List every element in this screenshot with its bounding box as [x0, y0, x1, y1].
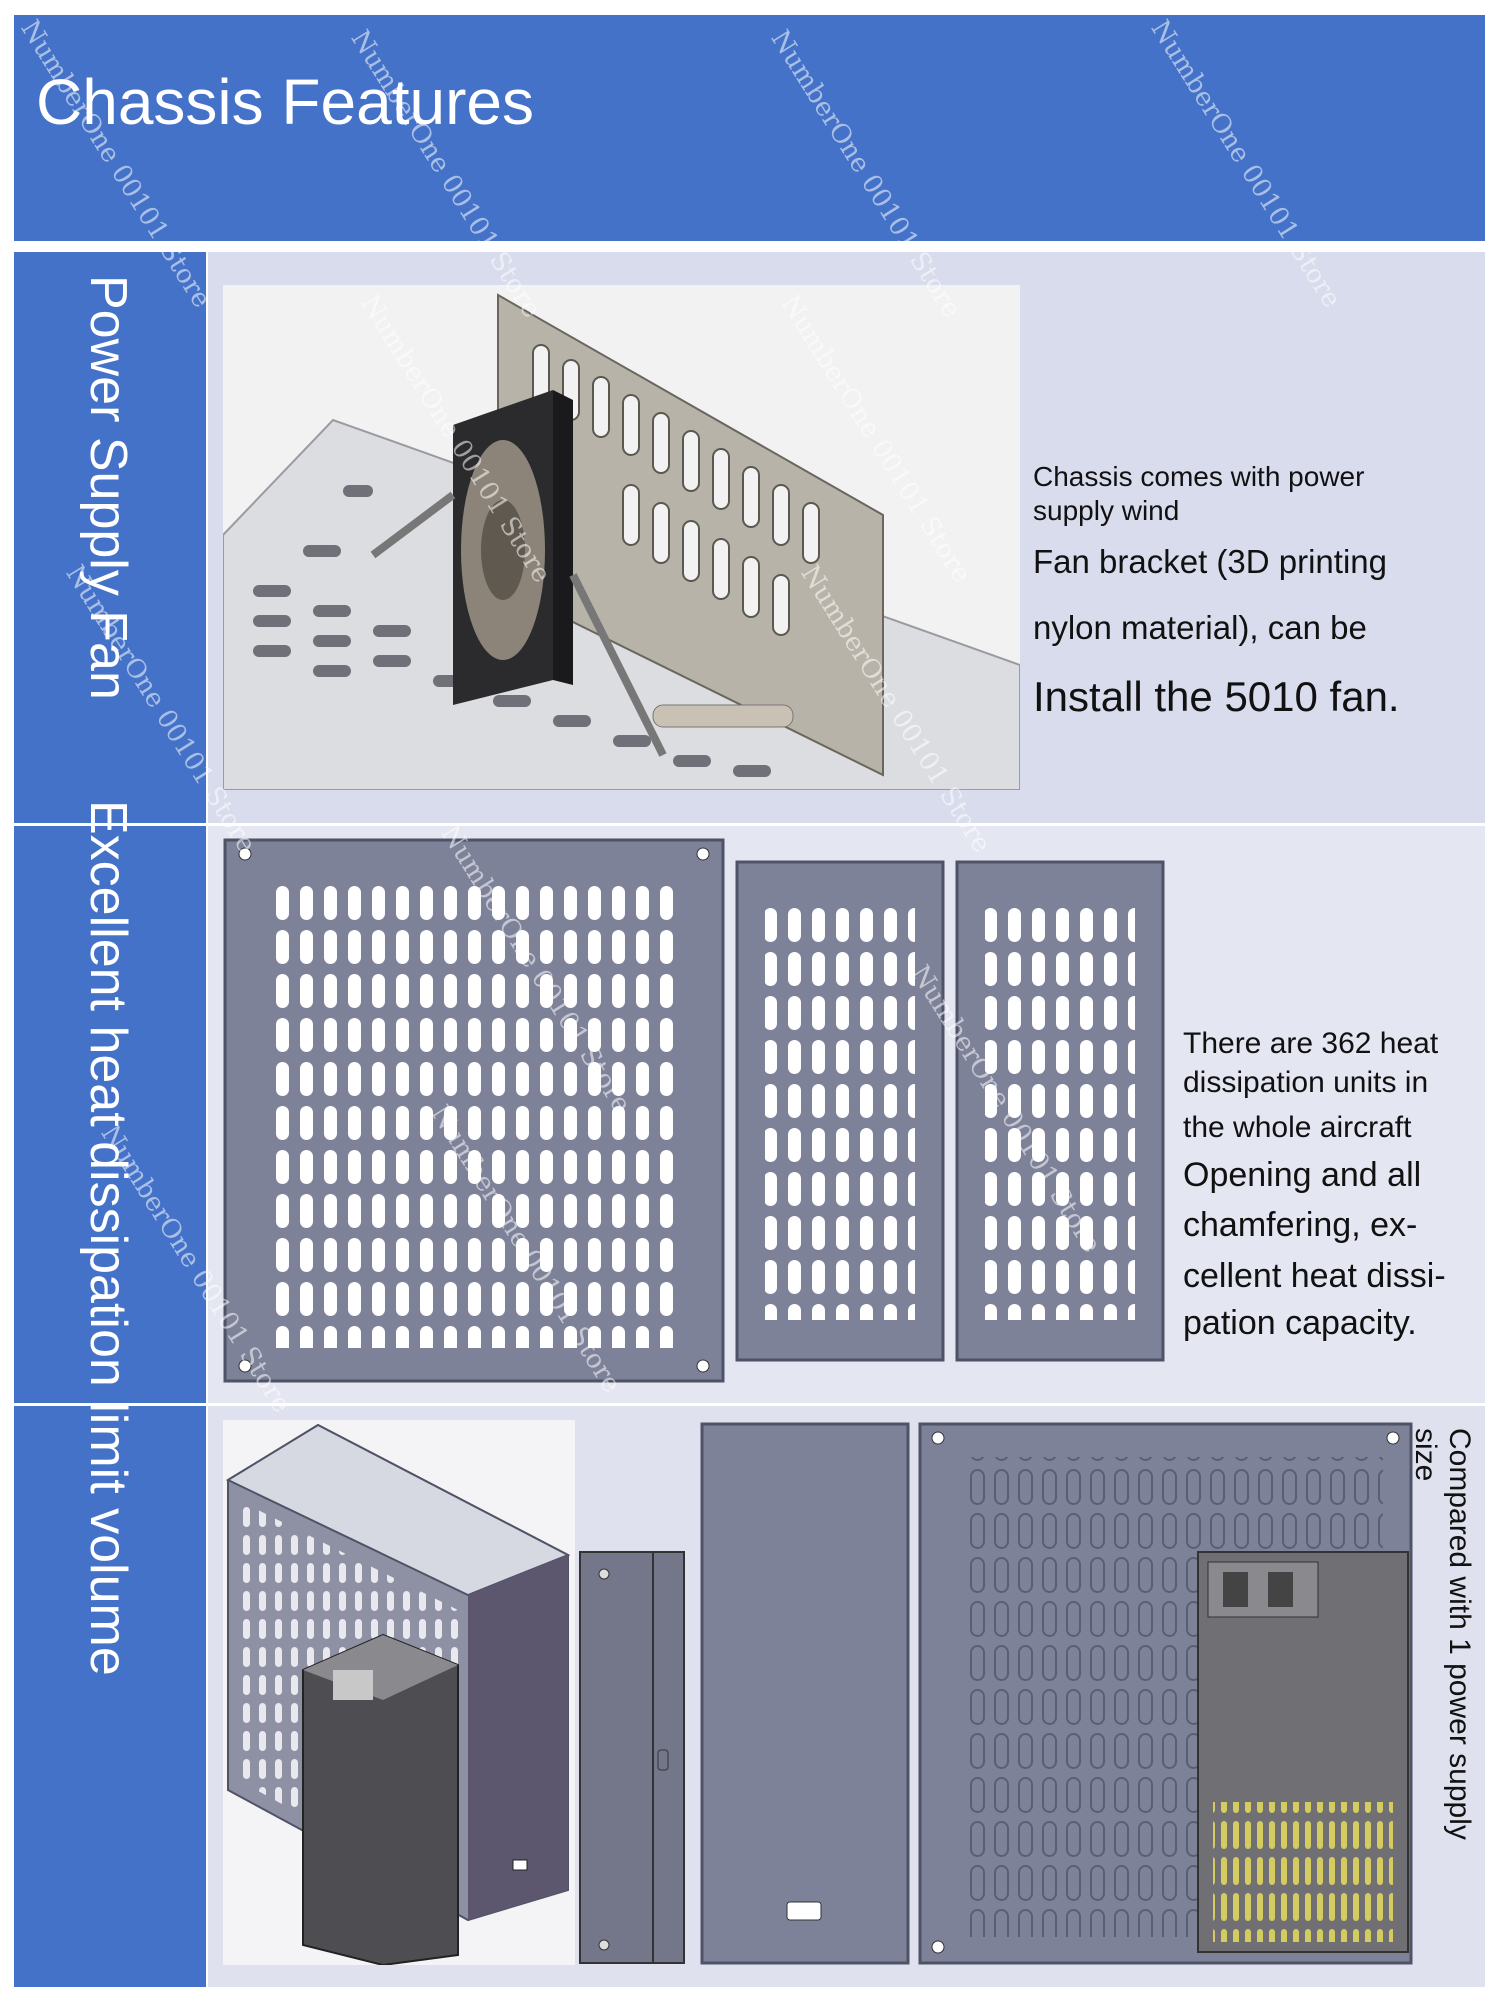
panel1-text-line: Install the 5010 fan. [1033, 673, 1400, 720]
panel2-text-line: dissipation units in [1183, 1066, 1429, 1099]
panel1-text-line: Fan bracket (3D printing [1033, 543, 1387, 580]
panel3-vertical-text: Compared with 1 power supply [1443, 1428, 1476, 1840]
panel2-text-line: cellent heat dissi- [1183, 1257, 1446, 1295]
panel2-text-line: the whole aircraft [1183, 1111, 1412, 1144]
panel1-text-line: nylon material), can be [1033, 609, 1367, 646]
panel1-text-line: Chassis comes with power [1033, 461, 1365, 492]
front-panel-image [700, 1422, 910, 1965]
panel2-text-line: Opening and all [1183, 1156, 1422, 1194]
sidebar-divider [14, 823, 206, 826]
chassis-assembly-image [223, 1420, 575, 1965]
sidebar [14, 252, 206, 1987]
page-title: Chassis Features [36, 66, 534, 138]
panel2-text-line: pation capacity. [1183, 1304, 1417, 1342]
sidebar-divider [14, 1403, 206, 1406]
header-banner [14, 15, 1485, 241]
fan-bracket-image [223, 285, 1020, 790]
sidebar-label-power-fan: Power Supply Fan [79, 275, 137, 700]
power-supply-comparison-image [918, 1422, 1413, 1965]
panel2-text-line: There are 362 heat [1183, 1027, 1439, 1060]
panel1-text-line: supply wind [1033, 495, 1180, 526]
vent-plate-side-image [735, 860, 945, 1362]
panel2-text-line: chamfering, ex- [1183, 1206, 1418, 1244]
sidebar-label-heat-dissipation: Excellent heat dissipation limit volume [79, 800, 137, 1676]
vent-plate-side-image [955, 860, 1165, 1362]
side-panel-image [579, 1551, 685, 1964]
panel3-vertical-text: size [1409, 1428, 1442, 1482]
vent-plate-large-image [223, 838, 725, 1383]
